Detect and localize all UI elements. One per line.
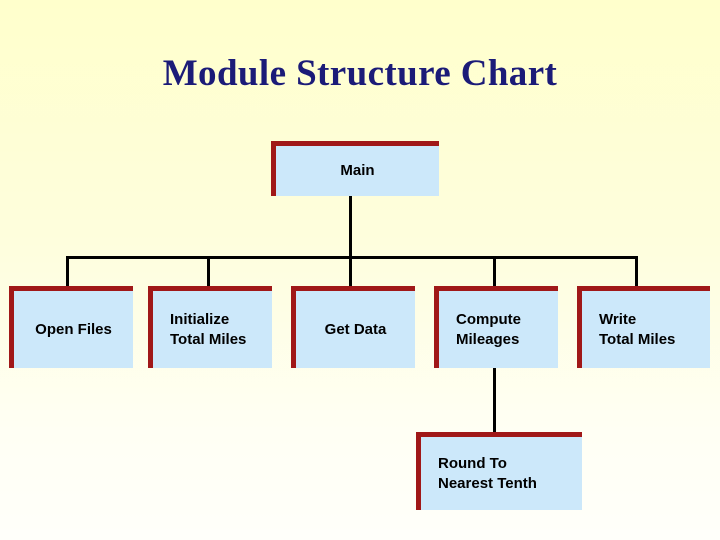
connector-drop-get-data: [349, 256, 352, 288]
module-label-get-data: Get Data: [324, 320, 387, 338]
connector-drop-initialize-total-miles: [207, 256, 210, 288]
module-box-round-to-nearest-tenth[interactable]: Round To Nearest Tenth: [416, 432, 582, 510]
module-box-open-files[interactable]: Open Files: [9, 286, 133, 368]
module-box-compute-mileages[interactable]: Compute Mileages: [434, 286, 558, 368]
module-label-write-total-miles: Write Total Miles: [599, 310, 676, 348]
connector-drop-compute-mileages: [493, 256, 496, 288]
module-label-main: Main: [340, 162, 375, 179]
module-box-get-data[interactable]: Get Data: [291, 286, 415, 368]
module-box-main[interactable]: Main: [271, 141, 439, 196]
module-box-write-total-miles[interactable]: Write Total Miles: [577, 286, 710, 368]
page-title: Module Structure Chart: [162, 53, 558, 94]
connector-main-stem: [349, 193, 352, 259]
connector-drop-write-total-miles: [635, 256, 638, 288]
module-label-open-files: Open Files: [35, 320, 112, 338]
module-label-round-to-nearest-tenth: Round To Nearest Tenth: [438, 454, 537, 492]
connector-drop-open-files: [66, 256, 69, 288]
module-label-compute-mileages: Compute Mileages: [456, 310, 521, 348]
connector-sibling-bus: [66, 256, 638, 259]
module-label-initialize-total-miles: Initialize Total Miles: [170, 310, 247, 348]
connector-compute-to-round: [493, 368, 496, 434]
module-box-initialize-total-miles[interactable]: Initialize Total Miles: [148, 286, 272, 368]
